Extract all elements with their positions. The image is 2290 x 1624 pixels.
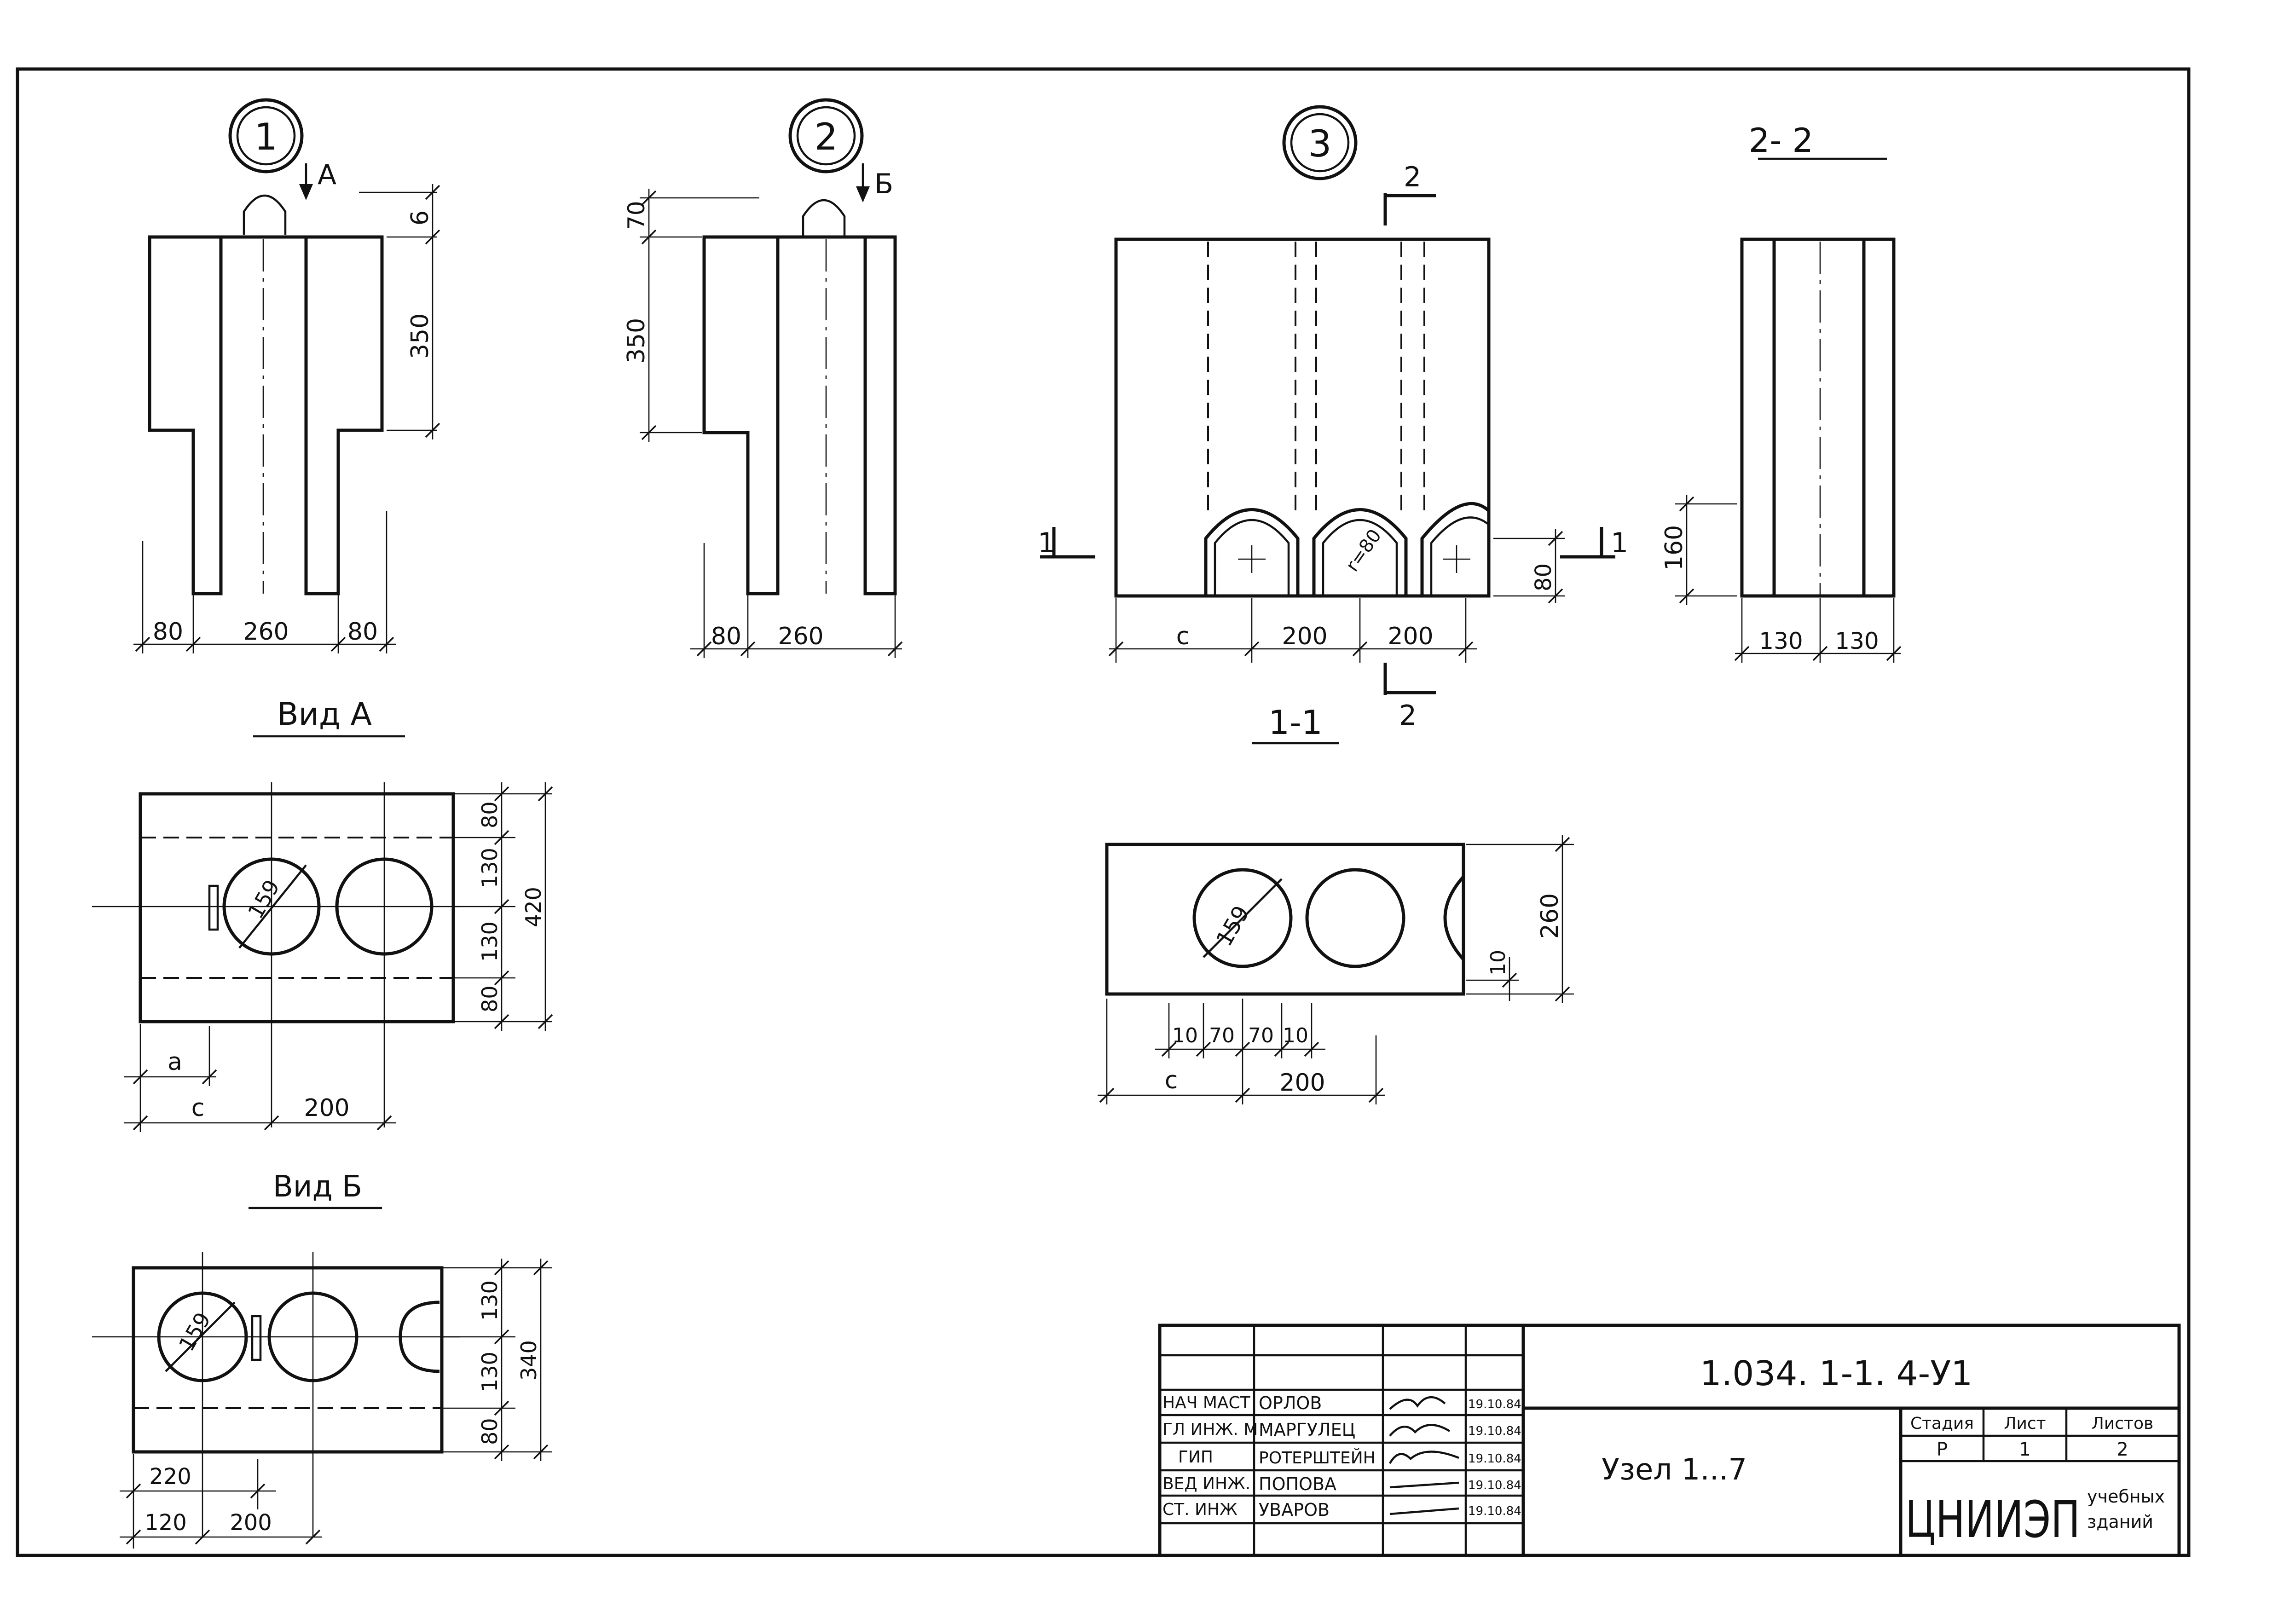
view-a-dim-total: 420 (521, 887, 546, 927)
detail-3-section-bottom: 2 (1399, 699, 1417, 732)
detail-3-radius: r=80 (1342, 526, 1386, 576)
view-b-dim-s: 200 (230, 1510, 272, 1536)
detail-3-section-right: 1 (1611, 527, 1628, 559)
section-2-2-title: 2- 2 (1749, 121, 1813, 160)
signer-1-role: ГЛ ИНЖ. М (1162, 1420, 1258, 1439)
signer-4-role: СТ. ИНЖ (1162, 1500, 1238, 1519)
detail-1-body (148, 235, 223, 595)
section-1-1-body (1105, 843, 1465, 996)
detail-2-dim-height: 350 (623, 318, 650, 364)
detail-3-dim-c: c (1176, 623, 1190, 650)
detail-2-body (702, 235, 780, 595)
view-b-dim-r2: 130 (477, 1352, 502, 1392)
section-1-1-dim-e: c (1165, 1067, 1178, 1094)
detail-1-dim-right: 80 (347, 618, 378, 646)
sheets-header: Листов (2092, 1414, 2153, 1433)
view-a-dim-r4: 80 (477, 985, 502, 1012)
detail-1-number: 1 (254, 116, 278, 158)
detail-1-dim-mid: 260 (243, 618, 289, 646)
detail-3-dim-s2: 200 (1388, 623, 1433, 650)
organization-subtitle-1: учебных (2087, 1486, 2165, 1507)
view-a: Вид А 159 80 130 130 80 420 (92, 696, 553, 1132)
signer-3-name: ПОПОВА (1259, 1474, 1336, 1494)
signer-2-date: 19.10.84 (1468, 1452, 1521, 1466)
section-1-1: 1-1 159 260 10 10 70 70 10 (1098, 703, 1574, 1104)
stage-value: Р (1937, 1439, 1948, 1460)
signer-2-role: ГИП (1178, 1448, 1213, 1467)
detail-2-dim-top: 70 (623, 201, 650, 230)
document-code: 1.034. 1-1. 4-У1 (1700, 1354, 1973, 1393)
stage-header: Стадия (1910, 1414, 1974, 1433)
detail-3-number: 3 (1308, 122, 1332, 165)
sheet-frame (16, 67, 2191, 1557)
detail-2-marker (788, 98, 864, 173)
organization-subtitle-2: зданий (2087, 1512, 2153, 1532)
section-1-1-dim-gap: 10 (1486, 950, 1510, 976)
signer-2-name: РОТЕРШТЕЙН (1259, 1448, 1376, 1468)
detail-1: 1 A 6 350 80 260 80 (133, 98, 440, 653)
view-a-block (139, 792, 455, 1023)
view-b: Вид Б 159 130 130 80 340 220 (92, 1170, 552, 1549)
view-a-dim-c: c (191, 1094, 205, 1122)
detail-1-view-marker: A (318, 159, 336, 191)
section-1-1-dim-f: 200 (1279, 1069, 1325, 1097)
sheet-value: 1 (2019, 1439, 2030, 1460)
detail-1-dim-top: 6 (406, 210, 434, 225)
detail-3-block (1114, 237, 1491, 598)
section-2-2-dim-w1: 130 (1759, 628, 1803, 654)
detail-2: 2 Б 70 350 80 260 (623, 98, 903, 658)
detail-1-marker (228, 98, 304, 173)
section-1-1-dim-height: 260 (1536, 893, 1564, 939)
section-2-2-dim-w2: 130 (1835, 628, 1879, 654)
document-name: Узел 1...7 (1602, 1453, 1747, 1487)
section-2-2-dim-height: 160 (1660, 525, 1688, 571)
signer-0-name: ОРЛОВ (1259, 1393, 1322, 1413)
section-1-1-dim-a: 10 (1172, 1024, 1198, 1047)
detail-2-view-marker: Б (874, 168, 893, 200)
view-b-dim-220: 220 (149, 1464, 191, 1490)
section-1-1-dim-d: 10 (1283, 1024, 1308, 1047)
detail-3: 3 2 r=80 1 1 80 (1038, 105, 1628, 732)
view-a-dim-a: a (168, 1048, 182, 1076)
view-a-dim-r2: 130 (477, 848, 502, 888)
detail-2-dim-left: 80 (711, 623, 741, 650)
section-1-1-dim-c: 70 (1248, 1024, 1274, 1047)
signer-4-name: УВАРОВ (1259, 1500, 1330, 1520)
signer-4-date: 19.10.84 (1468, 1504, 1521, 1518)
signer-1-date: 19.10.84 (1468, 1424, 1521, 1438)
signer-0-role: НАЧ МАСТ (1162, 1393, 1251, 1412)
signer-1-name: МАРГУЛЕЦ (1259, 1420, 1355, 1440)
view-a-dim-r3: 130 (477, 921, 502, 962)
detail-2-number: 2 (815, 116, 838, 158)
view-b-dim-r3: 80 (477, 1418, 502, 1445)
detail-3-section-top: 2 (1404, 161, 1421, 193)
section-1-1-dim-b: 70 (1209, 1024, 1235, 1047)
view-b-dim-total: 340 (516, 1340, 541, 1381)
view-a-title: Вид А (277, 696, 372, 733)
view-a-dim-r1: 80 (477, 801, 502, 828)
view-b-diameter: 159 (174, 1308, 216, 1355)
detail-3-marker (1282, 105, 1358, 180)
view-b-block (132, 1266, 444, 1454)
view-a-dim-s: 200 (304, 1094, 349, 1122)
sheets-value: 2 (2117, 1439, 2128, 1460)
signer-0-date: 19.10.84 (1468, 1398, 1521, 1411)
section-2-2: 2- 2 160 130 130 (1660, 121, 1902, 663)
detail-1-dim-left: 80 (153, 618, 183, 646)
title-block: НАЧ МАСТ ОРЛОВ 19.10.84 ГЛ ИНЖ. М МАРГУЛ… (1158, 1323, 2181, 1557)
signer-3-date: 19.10.84 (1468, 1479, 1521, 1492)
detail-3-dim-s1: 200 (1282, 623, 1327, 650)
view-b-title: Вид Б (273, 1170, 362, 1204)
detail-2-dim-mid: 260 (778, 623, 823, 650)
detail-1-dim-height: 350 (406, 313, 434, 359)
detail-3-section-left: 1 (1038, 527, 1055, 559)
signer-3-role: ВЕД ИНЖ. (1162, 1474, 1250, 1493)
detail-3-dim-height: 80 (1531, 563, 1556, 591)
sheet-header: Лист (2004, 1414, 2046, 1433)
section-1-1-title: 1-1 (1268, 703, 1323, 742)
view-b-dim-120: 120 (145, 1510, 187, 1536)
organization-logo: ЦНИИЭП (1905, 1490, 2080, 1549)
view-b-dim-r1: 130 (477, 1280, 502, 1321)
